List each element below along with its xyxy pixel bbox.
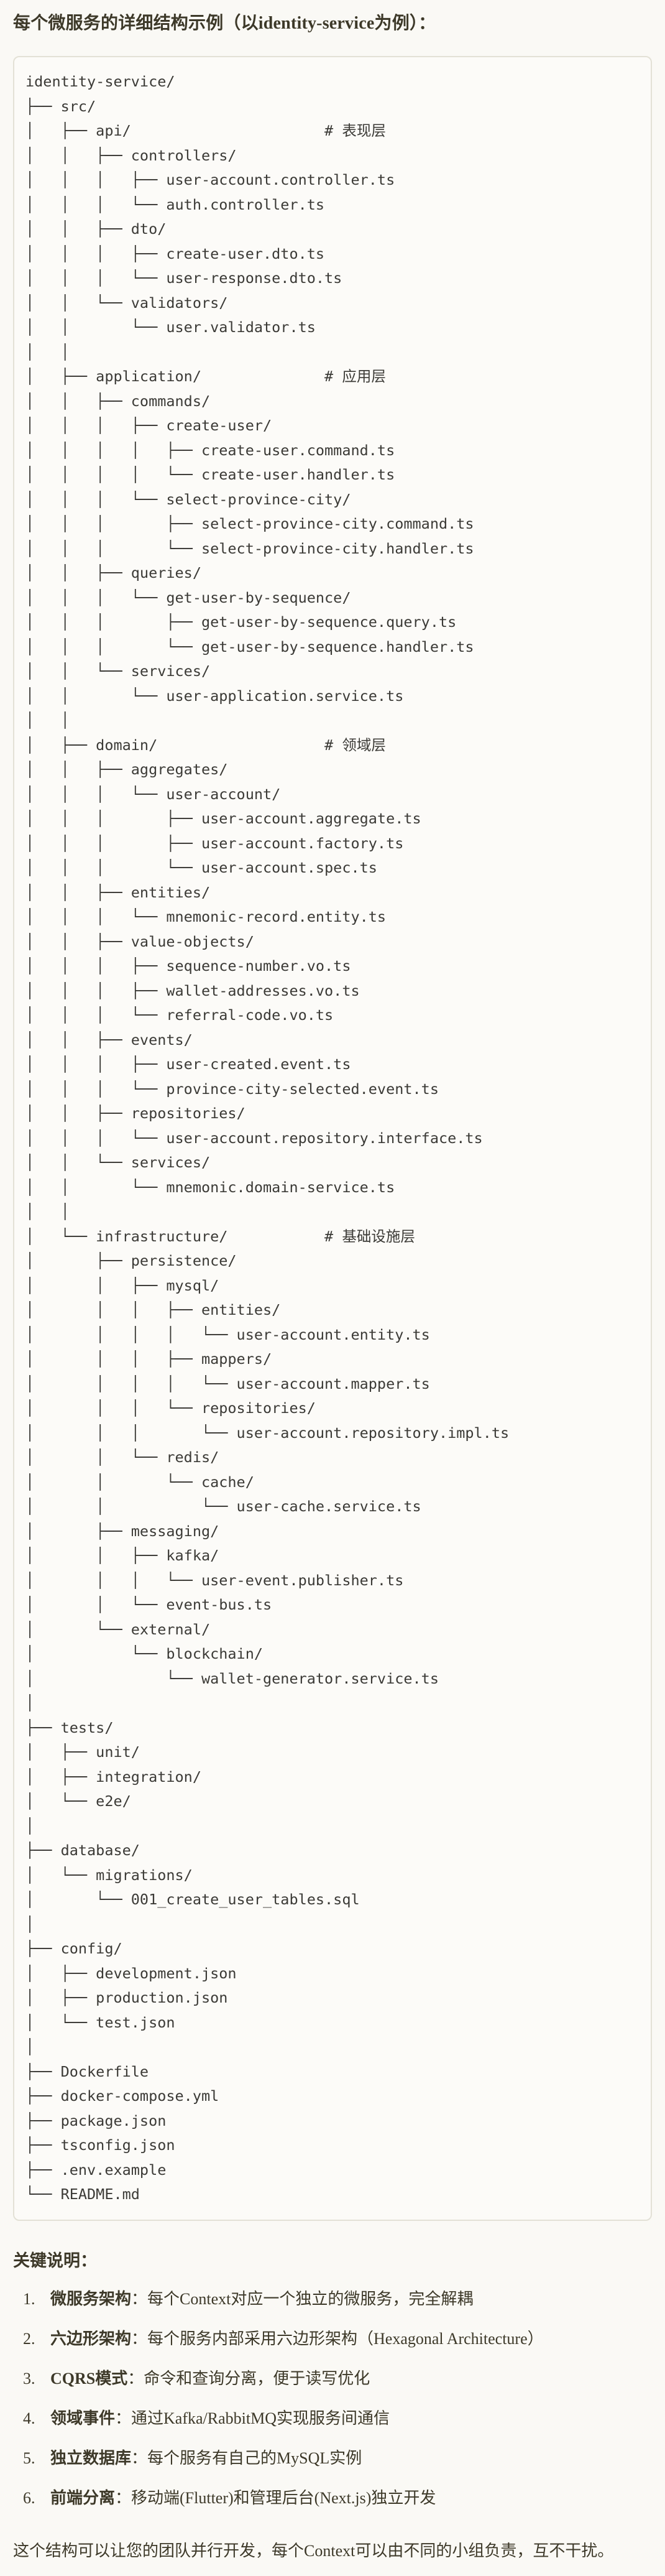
note-label: CQRS模式 — [50, 2369, 128, 2388]
note-label: 独立数据库 — [50, 2449, 132, 2467]
note-content: 前端分离：移动端(Flutter)和管理后台(Next.js)独立开发 — [50, 2486, 652, 2511]
note-number: 3. — [23, 2369, 35, 2388]
note-content: 六边形架构：每个服务内部采用六边形架构（Hexagonal Architectu… — [50, 2327, 652, 2351]
code-block: identity-service/ ├── src/ │ ├── api/ # … — [13, 56, 652, 2221]
notes-heading: 关键说明： — [13, 2251, 97, 2270]
note-label: 六边形架构 — [50, 2329, 132, 2348]
note-text: ：命令和查询分离，便于读写优化 — [127, 2369, 370, 2388]
note-item: 1. 微服务架构：每个Context对应一个独立的微服务，完全解耦 — [13, 2287, 652, 2312]
note-text: ：每个服务内部采用六边形架构（Hexagonal Architecture） — [131, 2329, 544, 2348]
note-content: CQRS模式：命令和查询分离，便于读写优化 — [50, 2366, 652, 2391]
note-number: 1. — [23, 2289, 35, 2308]
note-label: 微服务架构 — [50, 2289, 132, 2308]
note-content: 独立数据库：每个服务有自己的MySQL实例 — [50, 2446, 652, 2471]
note-text: ：移动端(Flutter)和管理后台(Next.js)独立开发 — [115, 2488, 436, 2507]
note-label: 前端分离 — [50, 2488, 116, 2507]
note-content: 领域事件：通过Kafka/RabbitMQ实现服务间通信 — [50, 2406, 652, 2431]
note-number: 2. — [23, 2329, 35, 2348]
note-number: 4. — [23, 2409, 35, 2427]
note-item: 6. 前端分离：移动端(Flutter)和管理后台(Next.js)独立开发 — [13, 2486, 652, 2511]
file-tree-code: identity-service/ ├── src/ │ ├── api/ # … — [25, 73, 510, 2203]
note-number: 6. — [23, 2488, 35, 2507]
note-item: 2. 六边形架构：每个服务内部采用六边形架构（Hexagonal Architec… — [13, 2327, 652, 2351]
note-text: ：通过Kafka/RabbitMQ实现服务间通信 — [115, 2409, 390, 2427]
note-item: 5. 独立数据库：每个服务有自己的MySQL实例 — [13, 2446, 652, 2471]
note-item: 4. 领域事件：通过Kafka/RabbitMQ实现服务间通信 — [13, 2406, 652, 2431]
closing-paragraph: 这个结构可以让您的团队并行开发，每个Context可以由不同的小组负责，互不干扰… — [13, 2541, 614, 2560]
note-text: ：每个服务有自己的MySQL实例 — [131, 2449, 362, 2467]
page-title: 每个微服务的详细结构示例（以identity-service为例）： — [13, 14, 436, 33]
note-content: 微服务架构：每个Context对应一个独立的微服务，完全解耦 — [50, 2287, 652, 2312]
note-text: ：每个Context对应一个独立的微服务，完全解耦 — [131, 2289, 474, 2308]
note-label: 领域事件 — [50, 2409, 116, 2427]
note-number: 5. — [23, 2449, 35, 2467]
note-item: 3. CQRS模式：命令和查询分离，便于读写优化 — [13, 2366, 652, 2391]
